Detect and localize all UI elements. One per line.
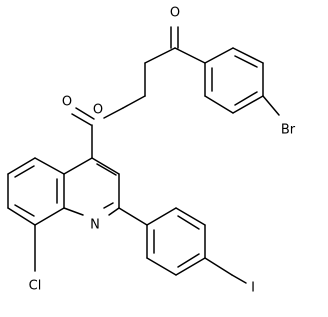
bond: [204, 47, 234, 64]
bond: [34, 157, 65, 175]
bond: [175, 207, 206, 226]
bond: [144, 47, 176, 64]
bond: [262, 95, 280, 116]
bond-aromatic-inner: [103, 202, 114, 209]
bond: [204, 257, 233, 276]
bond: [118, 207, 148, 226]
bond: [7, 207, 36, 226]
bonds: [7, 26, 280, 284]
bond: [175, 257, 206, 276]
bond-aromatic-inner: [177, 215, 200, 230]
bond: [232, 95, 264, 114]
bond: [91, 157, 120, 175]
atom-cl: Cl: [29, 279, 42, 294]
bond: [103, 107, 124, 119]
atom-o-ester-carbonyl: O: [62, 95, 72, 110]
atom-o-ester: O: [93, 103, 103, 118]
atom-i: I: [251, 281, 255, 296]
atom-o-ketone: O: [170, 6, 180, 21]
bond-aromatic-inner: [234, 91, 258, 106]
bond-aromatic-inner: [177, 253, 200, 268]
atom-labels: O O O Br N Cl I: [29, 6, 296, 296]
bond: [232, 47, 264, 64]
bond-ester-double-a: [71, 113, 92, 126]
bond: [63, 207, 84, 216]
bond: [146, 207, 177, 226]
bond-ester-double-b: [75, 107, 95, 120]
bond-aromatic-inner: [14, 204, 35, 217]
bond: [204, 95, 234, 114]
bond-aromatic-inner: [96, 163, 117, 176]
bond: [108, 207, 120, 216]
bond: [7, 157, 36, 175]
atom-n: N: [90, 218, 100, 233]
bond: [63, 157, 93, 175]
bond: [174, 47, 206, 64]
bond-aromatic-inner: [234, 55, 258, 68]
bond: [122, 95, 146, 109]
bond: [146, 257, 177, 276]
bond: [231, 274, 247, 284]
atom-br: Br: [281, 123, 296, 138]
bond: [34, 207, 65, 226]
bond-aromatic-inner: [14, 165, 35, 178]
